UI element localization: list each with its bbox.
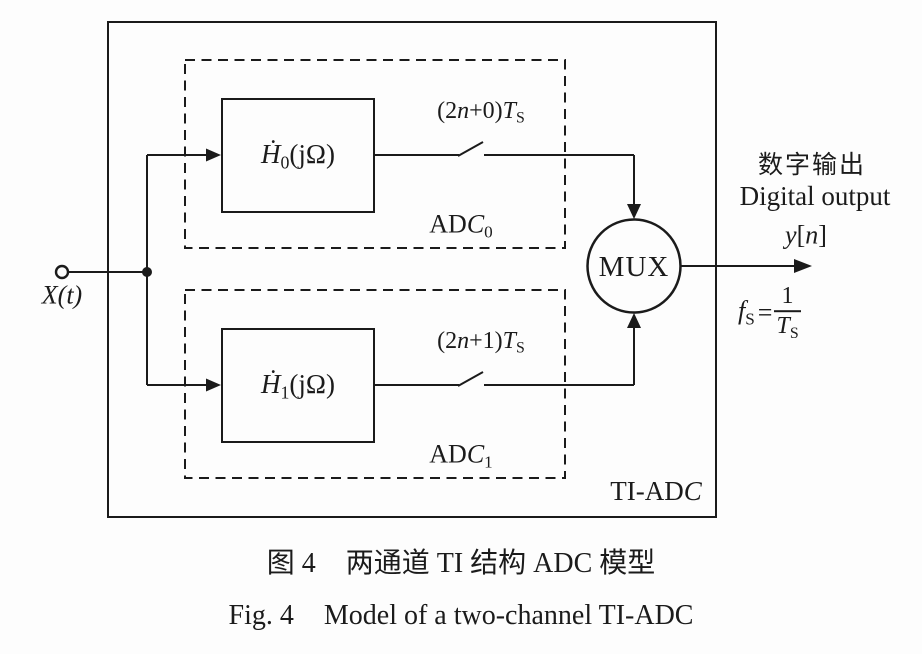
tiadc-outer-box: [107, 21, 717, 518]
output-label-en: Digital output: [739, 180, 891, 211]
ch0-input-arrowhead: [206, 148, 221, 162]
mux-label: MUX: [598, 250, 670, 283]
ch0-timing-T: T: [502, 97, 517, 124]
h1-subscript: 1: [280, 382, 290, 403]
junction-dot: [142, 267, 152, 277]
sampling-rate-equation: fS = 1 TS: [738, 284, 801, 342]
adc0-pre: AD: [429, 209, 467, 239]
ch0-switch-arm: [457, 141, 484, 157]
ch1-timing-T: T: [502, 327, 517, 354]
ch0-timing-label: (2n+0)TS: [437, 97, 525, 127]
fs-equals: =: [757, 298, 773, 327]
yn-rbracket: ]: [818, 220, 827, 250]
adc1-pre: AD: [429, 439, 467, 469]
fs-symbol: fS: [738, 296, 755, 329]
ch0-timing-pre: (2: [437, 97, 458, 124]
h1-symbol: Ḣ: [261, 368, 281, 399]
h1-argument: (jΩ): [289, 368, 335, 399]
ch1-timing-pre: (2: [437, 327, 458, 354]
caption-en-title: Model of a two-channel TI-ADC: [323, 600, 694, 631]
ch1-timing-label: (2n+1)TS: [437, 327, 525, 357]
ch1-timing-mid: +1): [469, 327, 503, 354]
input-signal-text: X(t): [41, 280, 83, 310]
h1-filter-label: Ḣ1(jΩ): [261, 370, 335, 402]
caption-cn-number: 图 4: [266, 548, 316, 579]
yn-n: n: [805, 220, 819, 250]
yn-lbracket: [: [796, 220, 806, 250]
mux-bottom-arrowhead: [627, 313, 641, 328]
tiadc-tag: TI-ADC: [610, 477, 702, 505]
tiadc-pre: TI-AD: [610, 475, 684, 506]
adc1-tag: ADC1: [429, 440, 492, 471]
fs-numerator: 1: [781, 283, 794, 310]
ch0-timing-n: n: [457, 97, 470, 124]
h0-filter-label: Ḣ0(jΩ): [261, 140, 335, 172]
fs-fraction-bar: [774, 310, 801, 313]
adc1-C: C: [466, 439, 485, 469]
adc0-C: C: [466, 209, 485, 239]
h0-subscript: 0: [280, 152, 290, 173]
ch1-switch-arm: [457, 371, 484, 387]
caption-cn: 图 4 两通道 TI 结构 ADC 模型: [0, 541, 922, 581]
h0-argument: (jΩ): [289, 138, 335, 169]
tiadc-C: C: [683, 475, 702, 506]
adc0-tag: ADC0: [429, 210, 492, 241]
caption-en: Fig. 4 Model of a two-channel TI-ADC: [0, 600, 922, 632]
fs-T-subscript: S: [789, 324, 799, 342]
fs-subscript: S: [745, 309, 755, 329]
yn-y: y: [785, 220, 797, 250]
adc1-subscript: 1: [484, 452, 493, 472]
ch0-timing-mid: +0): [469, 97, 503, 124]
ch1-input-arrowhead: [206, 378, 221, 392]
h0-symbol: Ḣ: [261, 138, 281, 169]
fs-f: f: [738, 296, 746, 326]
output-label-cn: 数字输出: [757, 151, 867, 179]
output-arrowhead: [794, 259, 812, 273]
output-signal-label: y[n]: [785, 221, 827, 248]
fs-fraction: 1 TS: [774, 283, 801, 342]
input-terminal-circle: [54, 264, 70, 280]
ch1-timing-Tsub: S: [516, 339, 525, 357]
input-signal-label: X(t): [42, 281, 82, 308]
fs-T: T: [776, 313, 790, 340]
caption-en-number: Fig. 4: [228, 600, 294, 631]
caption-cn-title: 两通道 TI 结构 ADC 模型: [345, 548, 656, 579]
ch1-timing-n: n: [457, 327, 470, 354]
adc0-subscript: 0: [484, 222, 493, 242]
fs-denominator: TS: [774, 314, 800, 342]
mux-top-arrowhead: [627, 204, 641, 219]
ch0-timing-Tsub: S: [516, 109, 525, 127]
